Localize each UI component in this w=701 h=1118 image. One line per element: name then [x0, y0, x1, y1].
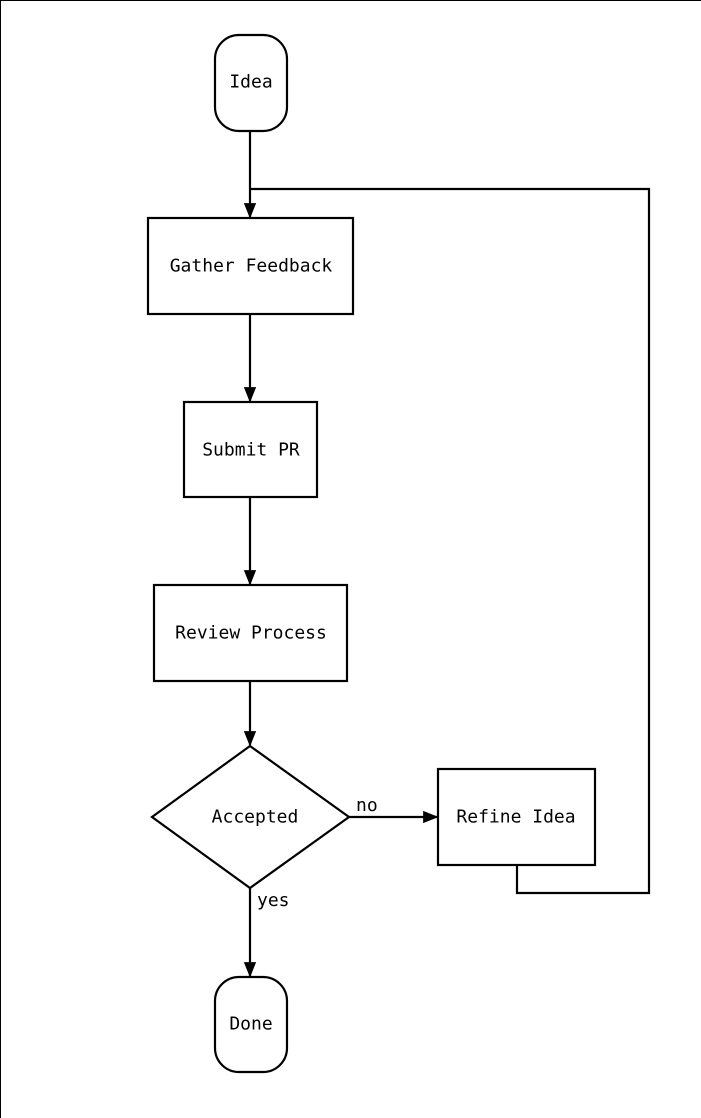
- node-accepted-shape: [150, 744, 351, 890]
- node-refine-idea-shape: [436, 767, 597, 867]
- node-done: [213, 975, 289, 1074]
- node-idea-label: Idea: [229, 72, 272, 93]
- node-review-process-shape: [152, 583, 349, 683]
- node-accepted: [150, 744, 351, 890]
- edge-refine-idea-loop-back: [250, 187, 651, 895]
- node-done-label: Done: [229, 1014, 272, 1035]
- node-submit-pr-label: Submit PR: [202, 440, 300, 461]
- node-gather-feedback: [146, 216, 355, 316]
- node-review-process: [152, 583, 349, 683]
- node-refine-idea-label: Refine Idea: [456, 807, 575, 828]
- node-idea: [213, 33, 289, 133]
- node-gather-feedback-label: Gather Feedback: [170, 256, 333, 277]
- node-refine-idea: [436, 767, 597, 867]
- node-done-shape: [213, 975, 289, 1074]
- node-review-process-label: Review Process: [175, 623, 327, 644]
- node-accepted-label: Accepted: [212, 807, 299, 828]
- node-idea-shape: [213, 33, 289, 133]
- node-submit-pr-shape: [182, 400, 319, 499]
- node-gather-feedback-shape: [146, 216, 355, 316]
- edge-label-yes: yes: [257, 890, 290, 911]
- node-submit-pr: [182, 400, 319, 499]
- edge-label-no: no: [356, 795, 378, 816]
